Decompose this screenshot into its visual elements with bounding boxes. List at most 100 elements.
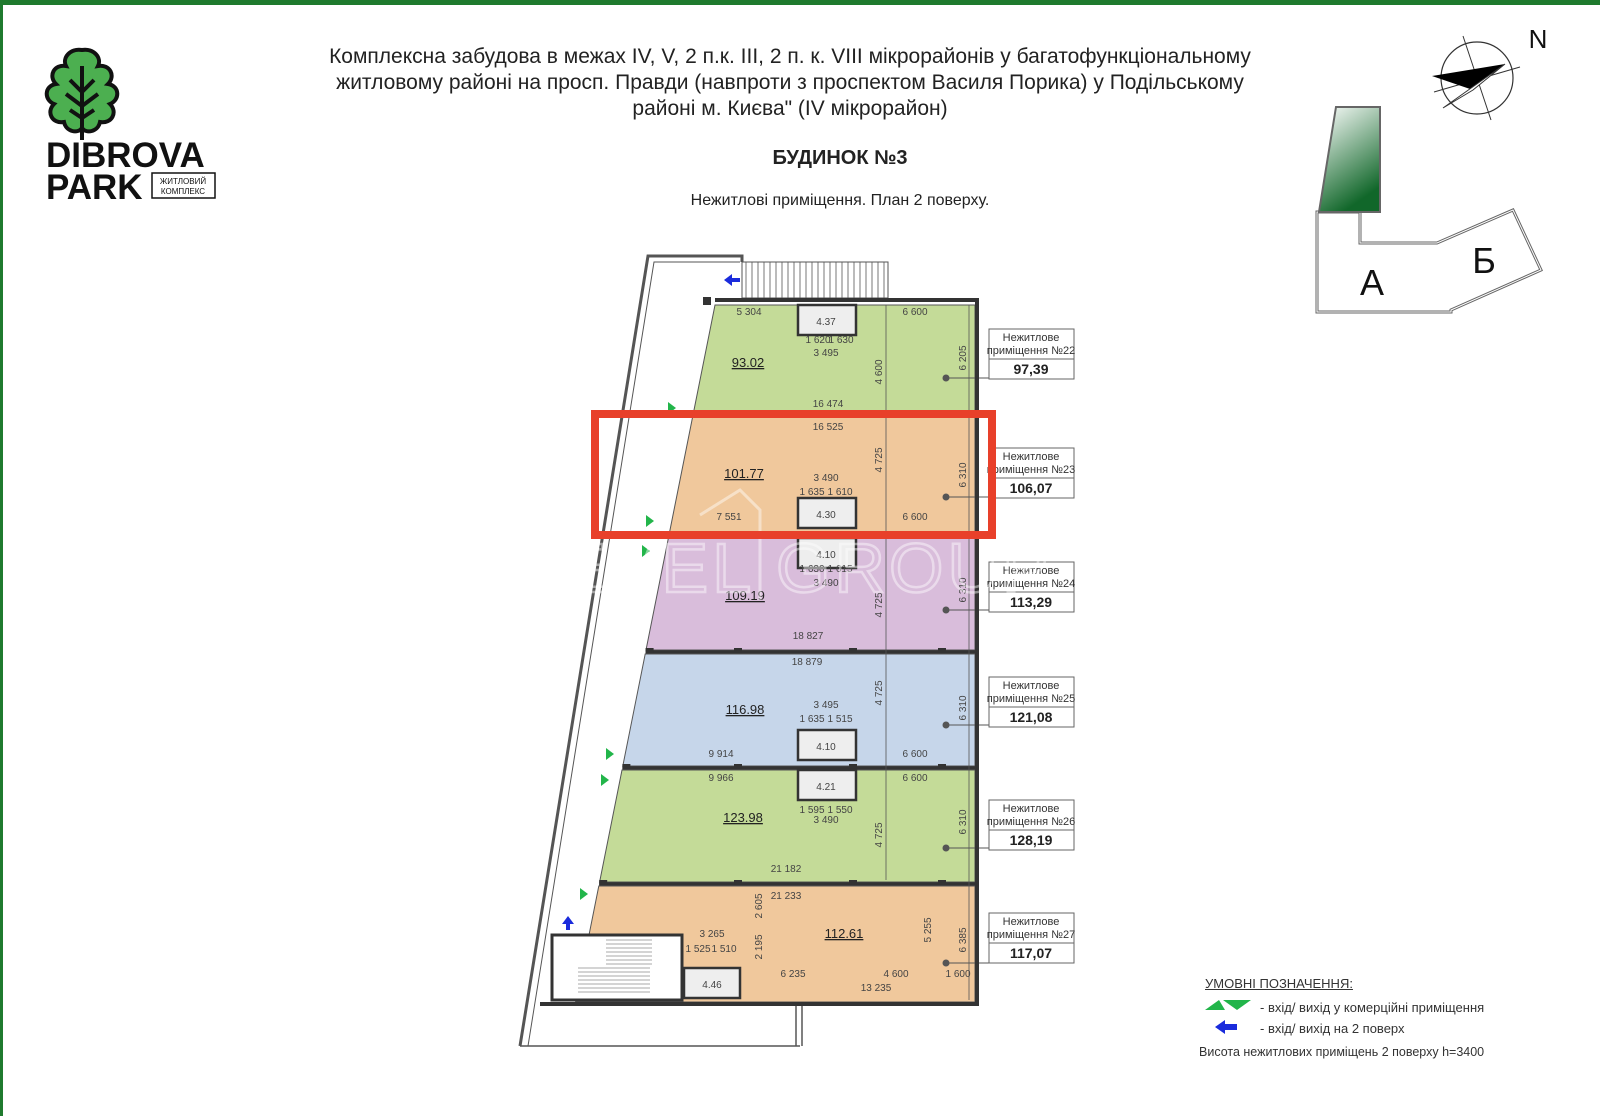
wc-room: 4.37 [796, 303, 858, 337]
room-label: Нежитлове [1003, 332, 1060, 344]
legend-item: - вхід/ вихід на 2 поверх [1205, 1018, 1484, 1039]
north-label: N [1529, 24, 1548, 54]
title-line: районі м. Києва" (IV мікрорайон) [632, 97, 948, 120]
room-total: 128,19 [1010, 832, 1053, 848]
dimension-label: 2 195 [754, 934, 765, 959]
room-total: 106,07 [1010, 480, 1053, 496]
dimension-label: 4 600 [874, 359, 885, 384]
legend-text: - вхід/ вихід у комерційні приміщення [1260, 1000, 1485, 1015]
watermark-text: LEVEL GROUP [517, 529, 1052, 607]
dimension-label: 3 490 [813, 815, 838, 826]
dimension-label: 1 615 [827, 564, 852, 575]
wc-room: 4.10 [796, 728, 858, 762]
entrance-icon [646, 515, 654, 527]
highlighted-building [1317, 106, 1381, 213]
dimension-label: 1 635 [799, 487, 824, 498]
room-label2: приміщення №27 [987, 929, 1075, 941]
room-label: Нежитлове [1003, 916, 1060, 928]
dimension-label: 21 233 [771, 891, 802, 902]
staircase-top [741, 261, 889, 299]
section-b-label: Б [1472, 240, 1496, 281]
dimension-label: 6 235 [780, 969, 805, 980]
room-total: 97,39 [1013, 361, 1048, 377]
logo: DIBROVA PARK ЖИТЛОВИЙ КОМПЛЕКС [44, 47, 216, 207]
entrance-icon [642, 545, 650, 557]
dimension-label: 6 310 [958, 577, 969, 602]
wc-area: 4.30 [816, 510, 836, 521]
room-label2: приміщення №24 [987, 578, 1075, 590]
arrow-up-floor-icon [724, 274, 740, 286]
dimension-label: 5 304 [736, 307, 761, 318]
hall-area: 109.19 [725, 588, 765, 603]
gallery-outline [518, 254, 803, 1047]
room-label2: приміщення №25 [987, 693, 1075, 705]
building-title: БУДИНОК №3 [772, 147, 908, 169]
entrance-icon [601, 774, 609, 786]
dimension-label: 1 510 [711, 944, 736, 955]
logo-tag: ЖИТЛОВИЙ [160, 177, 206, 186]
dimension-label: 16 474 [813, 399, 844, 410]
dimension-label: 6 600 [902, 773, 927, 784]
dimension-label: 4 600 [883, 969, 908, 980]
dimension-label: 1 550 [827, 805, 852, 816]
hall-area: 123.98 [723, 810, 763, 825]
title-line: житловому районі на просп. Правди (навпр… [336, 71, 1244, 94]
room-total: 117,07 [1010, 945, 1052, 961]
room-label: Нежитлове [1003, 803, 1060, 815]
dimension-label: 1 620 [805, 335, 830, 346]
room-label: Нежитлове [1003, 565, 1060, 577]
dimension-label: 4 725 [874, 822, 885, 847]
section-a-label: А [1360, 262, 1384, 303]
dimension-label: 9 914 [708, 749, 733, 760]
dimension-label: 4 725 [874, 592, 885, 617]
dimension-label: 1 600 [945, 969, 970, 980]
wc-room: 4.30 [796, 496, 858, 530]
logo-tag: КОМПЛЕКС [161, 187, 205, 196]
hall-area: 101.77 [724, 466, 764, 481]
dimension-label: 6 600 [902, 512, 927, 523]
room-label2: приміщення №22 [987, 345, 1075, 357]
hall-area: 112.61 [825, 926, 864, 941]
legend: УМОВНІ ПОЗНАЧЕННЯ: - вхід/ вихід у комер… [1199, 976, 1485, 1059]
dimension-label: 7 551 [716, 512, 741, 523]
dimension-label: 9 966 [708, 773, 733, 784]
dimension-label: 5 255 [923, 917, 934, 942]
highlight-frame-room-23 [591, 410, 996, 539]
logo-line2: PARK [46, 168, 143, 207]
wc-room: 4.46 [682, 966, 742, 1000]
arrow-up-floor-icon [562, 916, 574, 930]
room-total: 121,08 [1010, 709, 1053, 725]
wc-room: 4.10 [796, 536, 858, 570]
room-total: 113,29 [1010, 594, 1052, 610]
top-border [0, 0, 1600, 5]
dimension-label: 6 205 [958, 345, 969, 370]
staircase-bottom [550, 933, 684, 1002]
wc-area: 4.21 [816, 782, 836, 793]
dimension-label: 18 827 [793, 631, 824, 642]
legend-text: - вхід/ вихід на 2 поверх [1260, 1021, 1405, 1036]
dimension-label: 1 610 [827, 487, 852, 498]
room-label2: приміщення №26 [987, 816, 1075, 828]
dimension-label: 6 600 [902, 749, 927, 760]
dimension-label: 3 495 [813, 700, 838, 711]
dimension-label: 3 265 [699, 929, 724, 940]
entrance-icon [580, 888, 588, 900]
dimension-label: 18 879 [792, 657, 823, 668]
dimension-label: 6 385 [958, 927, 969, 952]
dimension-label: 1 630 [799, 564, 824, 575]
dimension-label: 1 525 [685, 944, 710, 955]
dimension-label: 3 495 [813, 348, 838, 359]
dimension-label: 6 310 [958, 462, 969, 487]
arrow-left-icon [1205, 1020, 1260, 1037]
dimension-label: 2 605 [754, 893, 765, 918]
dimension-label: 6 310 [958, 695, 969, 720]
wc-room: 4.21 [796, 768, 858, 802]
dimension-label: 1 630 [828, 335, 853, 346]
